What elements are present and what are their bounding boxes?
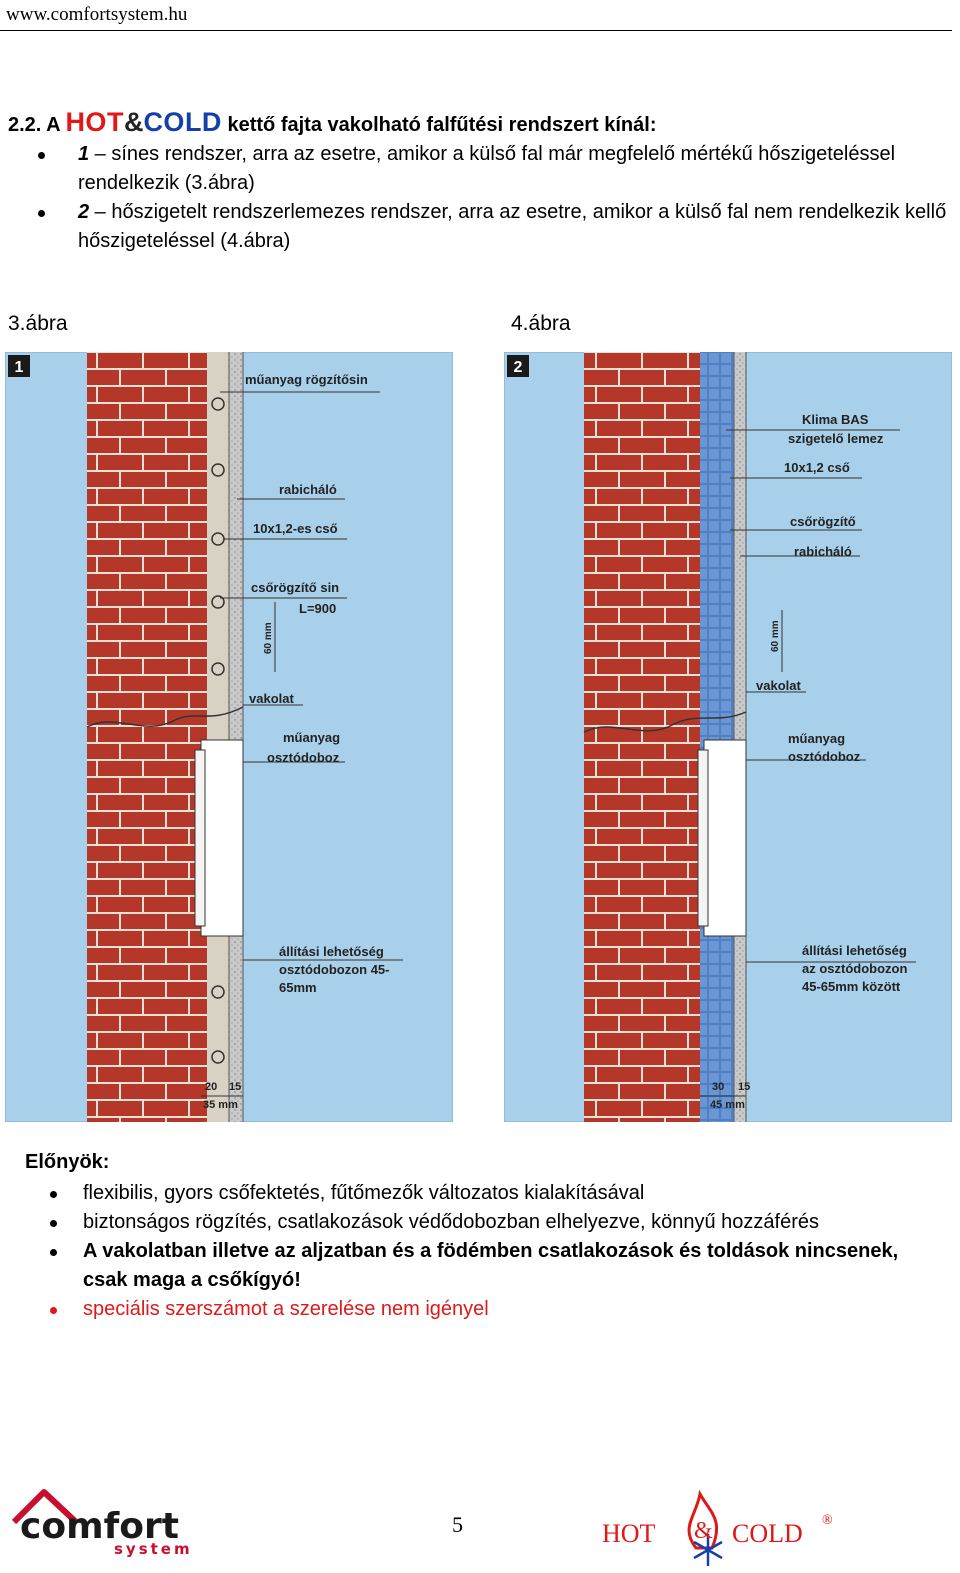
fig4-label: műanyag (788, 731, 845, 746)
advantage-item: biztonságos rögzítés, csatlakozások védő… (25, 1208, 947, 1237)
intro-item-1: 1 – sínes rendszer, arra az esetre, amik… (8, 140, 953, 198)
fig4-label: 60 mm (770, 620, 781, 652)
fig4-wall-diagram: 2 Klima BAS szigetelő lemez 10x1,2 cső c… (504, 352, 952, 1122)
fig4-dim: 45 mm (710, 1099, 745, 1111)
fig4-dim: 30 (712, 1081, 724, 1093)
logo-reg: ® (822, 1513, 833, 1528)
fig4-label: vakolat (756, 678, 801, 693)
fig3-label: állítási lehetőség (279, 944, 384, 959)
intro-item-2: 2 – hőszigetelt rendszerlemezes rendszer… (8, 198, 953, 256)
brand-amp: & (123, 107, 144, 137)
fig3-label: 10x1,2-es cső (253, 521, 338, 536)
intro-section: 2.2. A HOT&COLD kettő fajta vakolható fa… (8, 108, 953, 256)
fig4-caption: 4.ábra (511, 312, 571, 335)
fig4-badge: 2 (514, 359, 523, 376)
brand-hot: HOT (65, 107, 124, 137)
fig3-badge: 1 (15, 359, 24, 376)
intro-heading: 2.2. A HOT&COLD kettő fajta vakolható fa… (8, 108, 953, 140)
logo-sub: system (114, 1540, 193, 1558)
logo-word: comfort (20, 1506, 179, 1547)
hot-cold-logo: HOT & COLD ® (600, 1488, 840, 1573)
fig3-label: osztódoboz (267, 750, 340, 765)
fig3-dim: 15 (229, 1081, 241, 1093)
fig4-label: 10x1,2 cső (784, 460, 850, 475)
fig4-label: osztódoboz (788, 749, 861, 764)
brand-cold: COLD (143, 107, 222, 137)
advantage-item: speciális szerszámot a szerelése nem igé… (25, 1295, 947, 1324)
advantage-item: flexibilis, gyors csőfektetés, fűtőmezők… (25, 1179, 947, 1208)
fig4-label: Klima BAS (802, 412, 869, 427)
page-number: 5 (452, 1512, 463, 1537)
fig3-label: műanyag (283, 730, 340, 745)
item-lead: 2 (78, 201, 90, 223)
item-text: – sínes rendszer, arra az esetre, amikor… (78, 143, 896, 194)
heading-suffix: kettő fajta vakolható falfűtési rendszer… (221, 114, 657, 136)
fig4-label: szigetelő lemez (788, 431, 884, 446)
intro-list: 1 – sínes rendszer, arra az esetre, amik… (8, 140, 953, 256)
fig3-label: osztódobozon 45- (279, 962, 390, 977)
flame-snowflake-icon: HOT & COLD ® (602, 1489, 833, 1566)
fig4-label: rabicháló (794, 544, 852, 559)
fig3-dim: 35 mm (203, 1099, 238, 1111)
heading-prefix: 2.2. A (8, 114, 66, 136)
fig4-label: csőrögzítő (790, 514, 856, 529)
comfort-system-logo: comfort system (6, 1486, 226, 1563)
fig4-label: állítási lehetőség (802, 943, 907, 958)
fig3-label: 60 mm (263, 622, 274, 654)
site-url: www.comfortsystem.hu (6, 4, 188, 25)
logo-amp: & (694, 1518, 713, 1544)
house-roof-icon: comfort system (11, 1489, 193, 1558)
fig3-label: csőrögzítő sin (251, 580, 339, 595)
advantage-item: A vakolatban illetve az aljzatban és a f… (25, 1237, 947, 1295)
fig3-dim: 20 (205, 1081, 217, 1093)
fig4-dim: 15 (738, 1081, 750, 1093)
fig4-label: az osztódobozon (802, 961, 907, 976)
logo-hot: HOT (602, 1519, 656, 1548)
fig3-label: 65mm (279, 980, 317, 995)
fig3-wall-diagram: 1 műanyag rögzítősin rabicháló 10x1,2-es… (5, 352, 453, 1122)
advantages-section: Előnyök: flexibilis, gyors csőfektetés, … (25, 1148, 947, 1324)
logo-cold: COLD (732, 1519, 803, 1548)
header-rule (0, 30, 952, 31)
fig3-caption: 3.ábra (8, 312, 68, 335)
fig3-label: vakolat (249, 691, 294, 706)
item-lead: 1 (78, 143, 90, 165)
fig4-label: 45-65mm között (802, 979, 901, 994)
item-text: – hőszigetelt rendszerlemezes rendszer, … (78, 201, 947, 252)
fig3-label: L=900 (299, 601, 336, 616)
fig3-label: rabicháló (279, 482, 337, 497)
advantages-title: Előnyök: (25, 1151, 110, 1173)
advantages-list: flexibilis, gyors csőfektetés, fűtőmezők… (25, 1179, 947, 1324)
fig3-label: műanyag rögzítősin (245, 372, 368, 387)
